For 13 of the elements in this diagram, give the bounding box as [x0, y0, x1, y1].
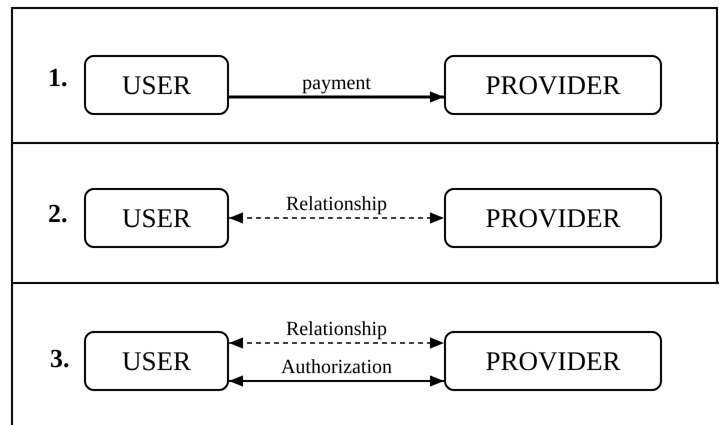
row-number: 3. [50, 346, 70, 372]
entity-box: PROVIDER [444, 331, 662, 391]
arrow [229, 337, 444, 349]
arrow [229, 91, 444, 103]
arrow [229, 212, 444, 224]
entity-box: USER [84, 55, 229, 115]
entity-box: USER [84, 188, 229, 248]
entity-box: PROVIDER [444, 55, 662, 115]
arrow [229, 375, 444, 387]
entity-box: USER [84, 331, 229, 391]
entity-box: PROVIDER [444, 188, 662, 248]
row-number: 2. [48, 201, 68, 227]
row-number: 1. [48, 65, 68, 91]
